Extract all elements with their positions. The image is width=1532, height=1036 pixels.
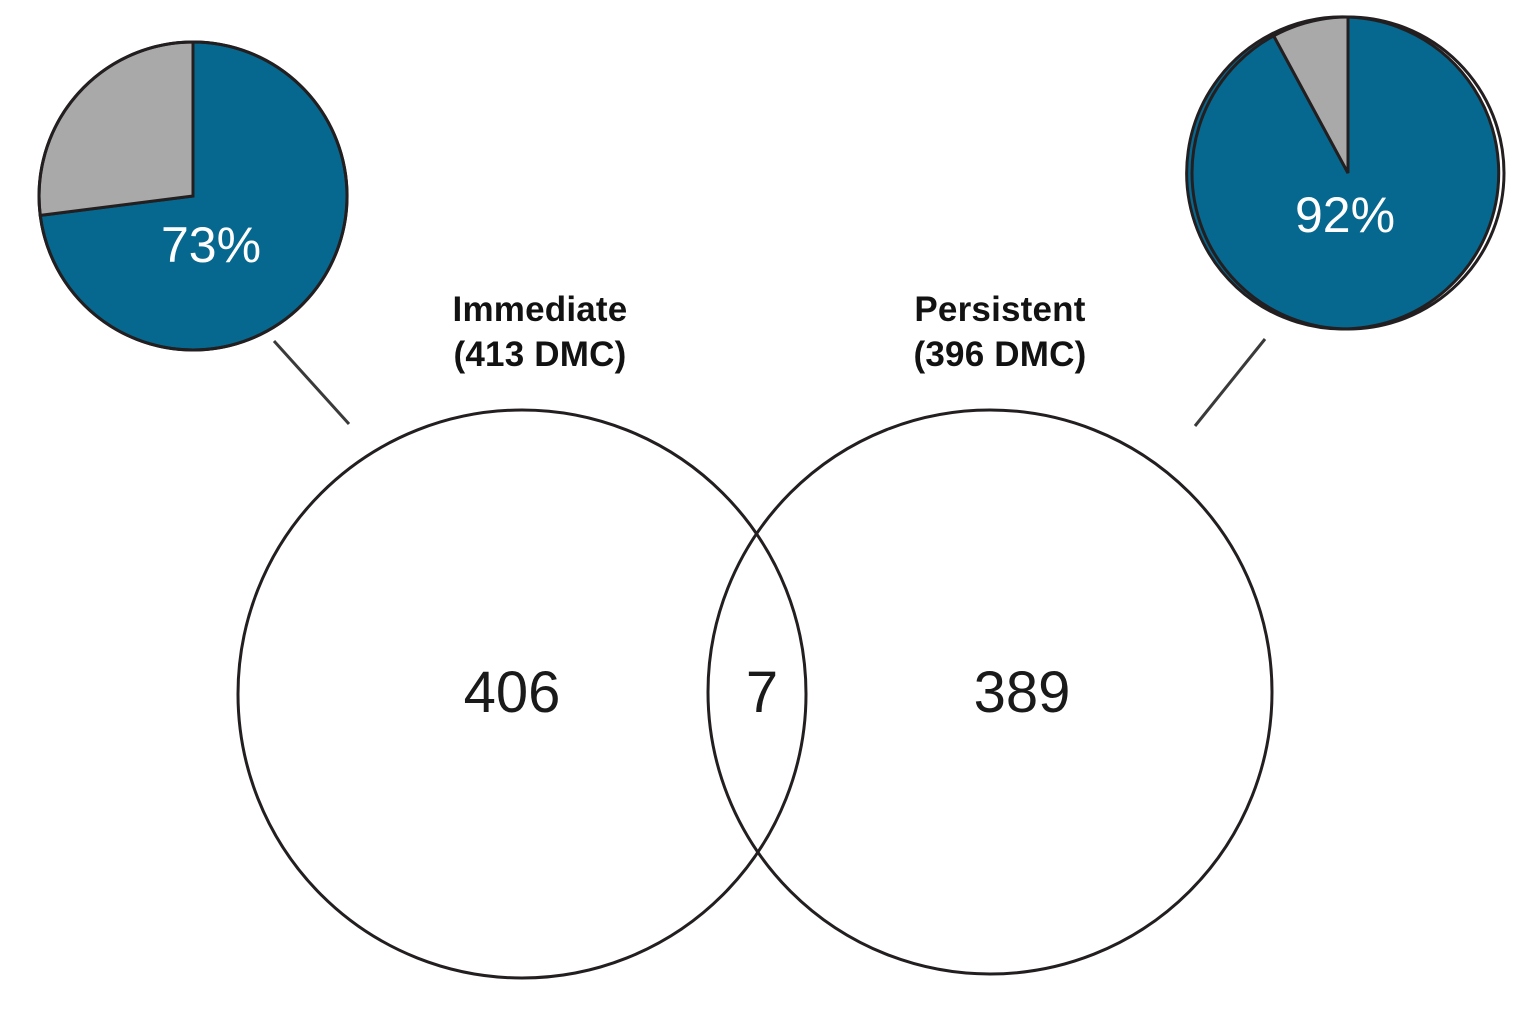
pie-chart-immediate: 73%: [37, 40, 349, 352]
pie-outline-persistent: [1190, 15, 1506, 331]
venn-count-left-only: 406: [464, 660, 561, 725]
venn-count-right-only: 389: [974, 660, 1071, 725]
venn-diagram: 406 7 389: [236, 408, 1274, 980]
pie-slice-immediate-gray: [37, 40, 195, 218]
group-label-immediate: Immediate (413 DMC): [355, 288, 725, 378]
pie-outline-immediate: [37, 40, 349, 352]
venn-circle-persistent: [706, 408, 1274, 976]
venn-count-intersection: 7: [746, 660, 778, 725]
leader-line-immediate: [272, 339, 351, 426]
venn-circle-immediate: [236, 408, 808, 980]
group-label-persistent: Persistent (396 DMC): [815, 288, 1185, 378]
pie-label-immediate-percent: 73%: [161, 217, 261, 273]
pie-label-persistent-percent: 92%: [1295, 187, 1395, 243]
pie-chart-persistent: 92%: [1185, 15, 1506, 331]
group-label-persistent-name: Persistent: [914, 290, 1086, 329]
leader-line-persistent: [1193, 338, 1267, 427]
group-label-immediate-count: (413 DMC): [453, 334, 627, 374]
group-label-persistent-count: (396 DMC): [913, 334, 1087, 374]
group-label-immediate-name: Immediate: [452, 290, 628, 329]
